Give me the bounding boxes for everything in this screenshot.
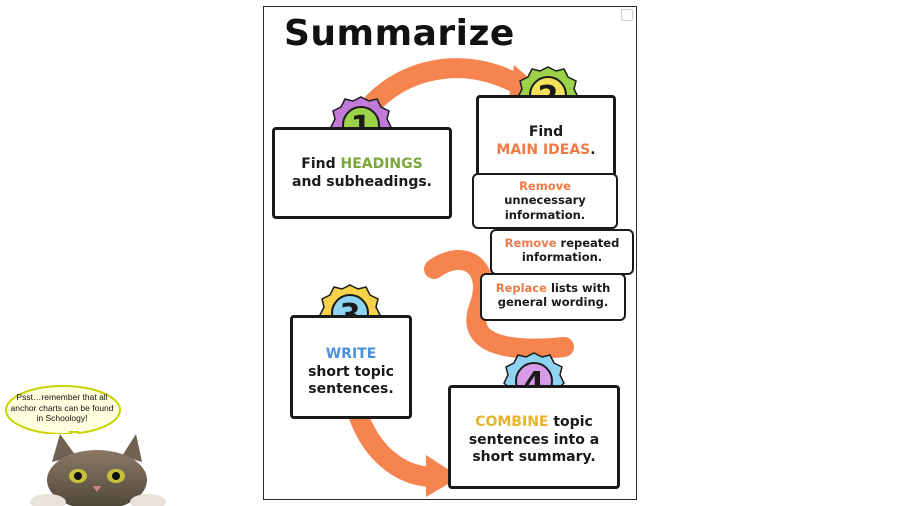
corner-icon xyxy=(621,9,633,21)
tip-2-line2: information. xyxy=(521,250,603,265)
step-2-line1: Find xyxy=(528,124,564,140)
step-4-line2: sentences into a xyxy=(468,431,600,448)
speech-bubble-text: Psst…remember that all anchor charts can… xyxy=(10,392,114,424)
arrow-3-to-4 xyxy=(349,407,444,487)
speech-bubble xyxy=(5,385,121,434)
arrow-2-to-4-swirl xyxy=(424,249,574,359)
tip-2-card: Remove repeated information. xyxy=(490,229,634,275)
step-4-line3: short summary. xyxy=(472,449,596,465)
step-2-card: Find MAIN IDEAS. xyxy=(476,95,616,177)
tip-1-keyword: Remove xyxy=(519,179,571,193)
cat-image xyxy=(30,434,166,506)
step-4-card: COMBINE topic sentences into a short sum… xyxy=(448,385,620,489)
arrow-1-to-2 xyxy=(364,58,529,112)
tip-1-card: Remove unnecessary information. xyxy=(472,173,618,229)
anchor-chart: 1 2 3 4 Summarize Find HEADINGS and subh… xyxy=(263,6,637,500)
tip-2-line1: Remove repeated xyxy=(504,236,620,250)
chart-title: Summarize xyxy=(284,13,515,54)
arrow-3-to-4-head xyxy=(426,455,460,497)
step-3-line3: sentences. xyxy=(308,381,394,397)
step-3-line1: WRITE xyxy=(325,346,377,362)
step-3-card: WRITE short topic sentences. xyxy=(290,315,412,419)
tip-3-line1: Replace lists with xyxy=(495,281,611,295)
step-1-line2: and subheadings. xyxy=(292,173,432,190)
step-2-line2: MAIN IDEAS. xyxy=(496,141,596,158)
step-4-line1: COMBINE topic xyxy=(475,414,593,430)
step-3-line2: short topic xyxy=(308,363,394,380)
tip-3-card: Replace lists with general wording. xyxy=(480,273,626,321)
tip-1-line2: unnecessary xyxy=(504,193,586,208)
step-1-line1: Find HEADINGS xyxy=(301,156,423,172)
tip-3-line2: general wording. xyxy=(497,295,609,310)
tip-1-line3: information. xyxy=(504,207,586,222)
step-1-card: Find HEADINGS and subheadings. xyxy=(272,127,452,219)
